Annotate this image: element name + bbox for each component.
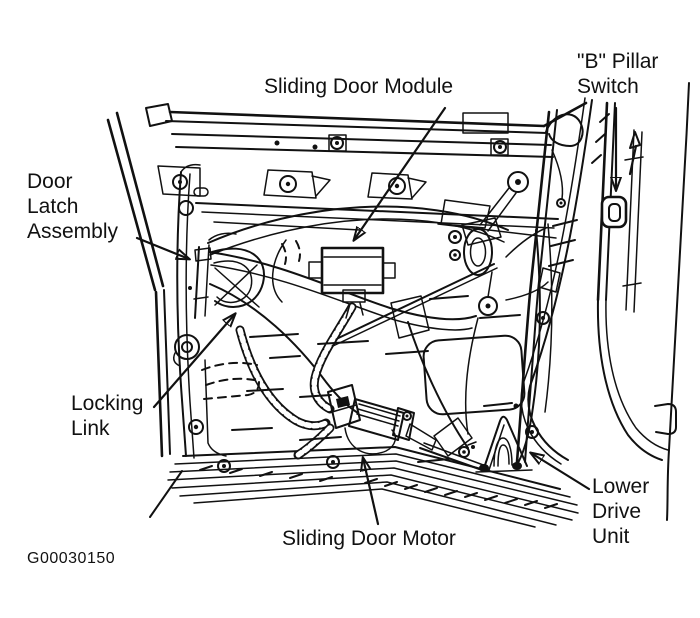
sliding-door-module-drawing [308,246,430,339]
pillar-direction-arrow [628,131,641,176]
label-lower-drive-unit: Lower Drive Unit [592,474,649,549]
door-latch-leader-arrow [135,236,189,259]
dashed-contours [201,240,301,400]
b-pillar-switch-line-2: Switch [577,75,639,98]
scuff-hatching [199,465,558,509]
motor-leader-arrow [363,458,380,526]
leader-arrows [135,106,616,526]
door-latch-line-2: Latch [27,195,79,218]
label-locking-link: Locking Link [71,391,143,441]
figure-code: G00030150 [27,546,115,571]
sliding-door-module-text: Sliding Door Module [264,75,454,98]
locking-link-line-1: Locking [71,392,144,415]
locking-link-line-2: Link [71,417,110,440]
lower-drive-line-1: Lower [592,475,650,498]
module-leader-arrow [354,106,447,240]
bolt-fasteners [172,134,566,473]
label-sliding-door-module: Sliding Door Module [264,74,453,99]
lower-drive-unit-drawing [467,415,533,473]
lower-drive-line-2: Drive [592,500,642,523]
access-panel-opening-drawing [422,334,526,416]
corrugated-conduit-drawing [235,302,357,460]
label-b-pillar-switch: "B" Pillar Switch [577,49,658,99]
door-latch-line-1: Door [27,170,73,193]
lower-drive-leader-arrow [531,453,591,491]
b-pillar-switch-line-1: "B" Pillar [577,50,659,73]
b-pillar-drawing [520,82,690,521]
door-latch-assembly-drawing [193,232,265,319]
door-latch-line-3: Assembly [27,220,119,243]
door-frame-drawing [106,101,588,469]
figure-code-text: G00030150 [27,550,116,567]
label-door-latch-assembly: Door Latch Assembly [27,169,118,244]
sliding-door-motor-text: Sliding Door Motor [282,527,456,550]
lower-drive-line-3: Unit [592,525,630,548]
panel-hatching [231,219,578,463]
sill-drawing [149,446,579,528]
b-pillar-switch-drawing [600,195,628,229]
label-sliding-door-motor: Sliding Door Motor [282,526,456,551]
locking-link-leader-arrow [152,314,235,409]
